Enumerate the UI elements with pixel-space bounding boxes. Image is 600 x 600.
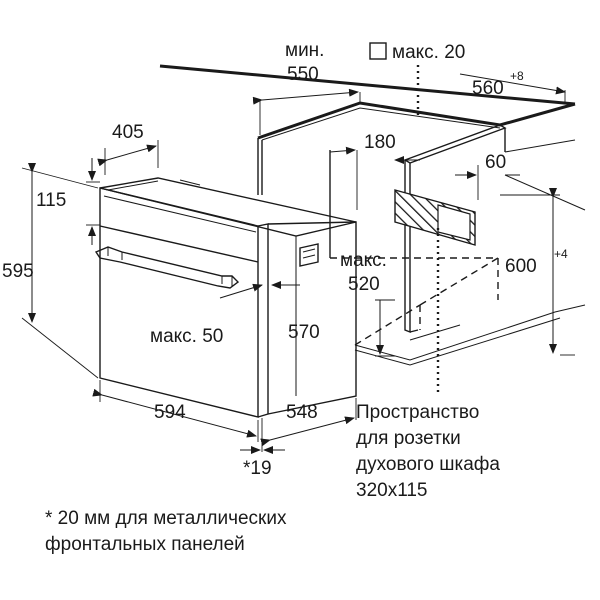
cabinet-bottom-1 [354, 304, 586, 361]
socket-label: Пространство для розетки духового шкафа … [356, 402, 500, 501]
dimension-lines [21, 65, 575, 454]
right-wall-lower [504, 174, 586, 211]
dimline-550 [252, 88, 359, 105]
countertop-edge [159, 64, 576, 106]
socket-label-line1: Пространство [356, 402, 479, 423]
right-wall-line [504, 139, 576, 153]
cabinet [159, 64, 586, 366]
niche-top-edge [261, 107, 501, 141]
socket-label-line2: для розетки [356, 428, 461, 449]
socket-cutout [437, 204, 471, 241]
label-max50: макс. 50 [150, 326, 223, 347]
oven-handle [94, 246, 240, 289]
socket-space [394, 189, 476, 246]
cabinet-right-panel-side [409, 128, 506, 333]
dimension-labels: мин. 550 макс. 20 560 +8 405 180 60 115 … [2, 40, 568, 479]
oven-top [99, 177, 357, 237]
label-600-tolerance: +4 [554, 247, 568, 261]
label-max: макс. [340, 250, 387, 271]
label-60: 60 [485, 152, 506, 173]
oven-side-bracket-lines [302, 248, 316, 259]
label-560-tolerance: +8 [510, 69, 524, 83]
socket-label-line3: духового шкафа [356, 454, 500, 475]
hidden-edge-3 [354, 304, 421, 346]
cabinet-right-panel-front [404, 160, 411, 334]
footnote-line1: * 20 мм для металлических [45, 508, 287, 529]
oven-side-bracket [299, 243, 319, 267]
dimline-560 [459, 73, 566, 95]
footnote: * 20 мм для металлических фронтальных па… [45, 508, 287, 555]
oven-top-inner [107, 179, 201, 191]
hidden-edge-2 [419, 257, 499, 306]
dimline-594 [92, 388, 257, 438]
cabinet-bottom-2 [354, 317, 561, 366]
oven-front-frame [257, 223, 269, 418]
label-570: 570 [288, 322, 320, 343]
label-520: 520 [348, 274, 380, 295]
cabinet-bottom-3 [409, 324, 461, 341]
label-550: 550 [287, 64, 319, 85]
dimline-180 [329, 146, 356, 155]
label-19: *19 [243, 458, 272, 479]
label-595: 595 [2, 261, 34, 282]
footnote-line2: фронтальных панелей [45, 534, 245, 555]
label-min: мин. [285, 40, 324, 61]
label-548: 548 [286, 402, 318, 423]
label-405: 405 [112, 122, 144, 143]
oven-front [99, 187, 259, 418]
oven-handle-mount-right [221, 276, 233, 286]
label-max20: макс. 20 [392, 42, 465, 63]
dimline-max50 [219, 283, 263, 299]
oven-control-panel [99, 225, 259, 263]
dimline-548 [260, 416, 355, 447]
tolerance-square-icon [369, 42, 387, 60]
oven-handle-mount-left [107, 247, 123, 260]
oven [94, 177, 357, 418]
socket-label-line4: 320x115 [356, 480, 428, 501]
label-180: 180 [364, 132, 396, 153]
dimline-405 [97, 144, 157, 167]
countertop-front [257, 101, 576, 140]
label-560: 560 [472, 78, 504, 99]
oven-panel-inner [103, 195, 257, 233]
label-600: 600 [505, 256, 537, 277]
label-115: 115 [36, 190, 66, 211]
label-594: 594 [154, 402, 186, 423]
cabinet-left-panel [257, 138, 263, 195]
